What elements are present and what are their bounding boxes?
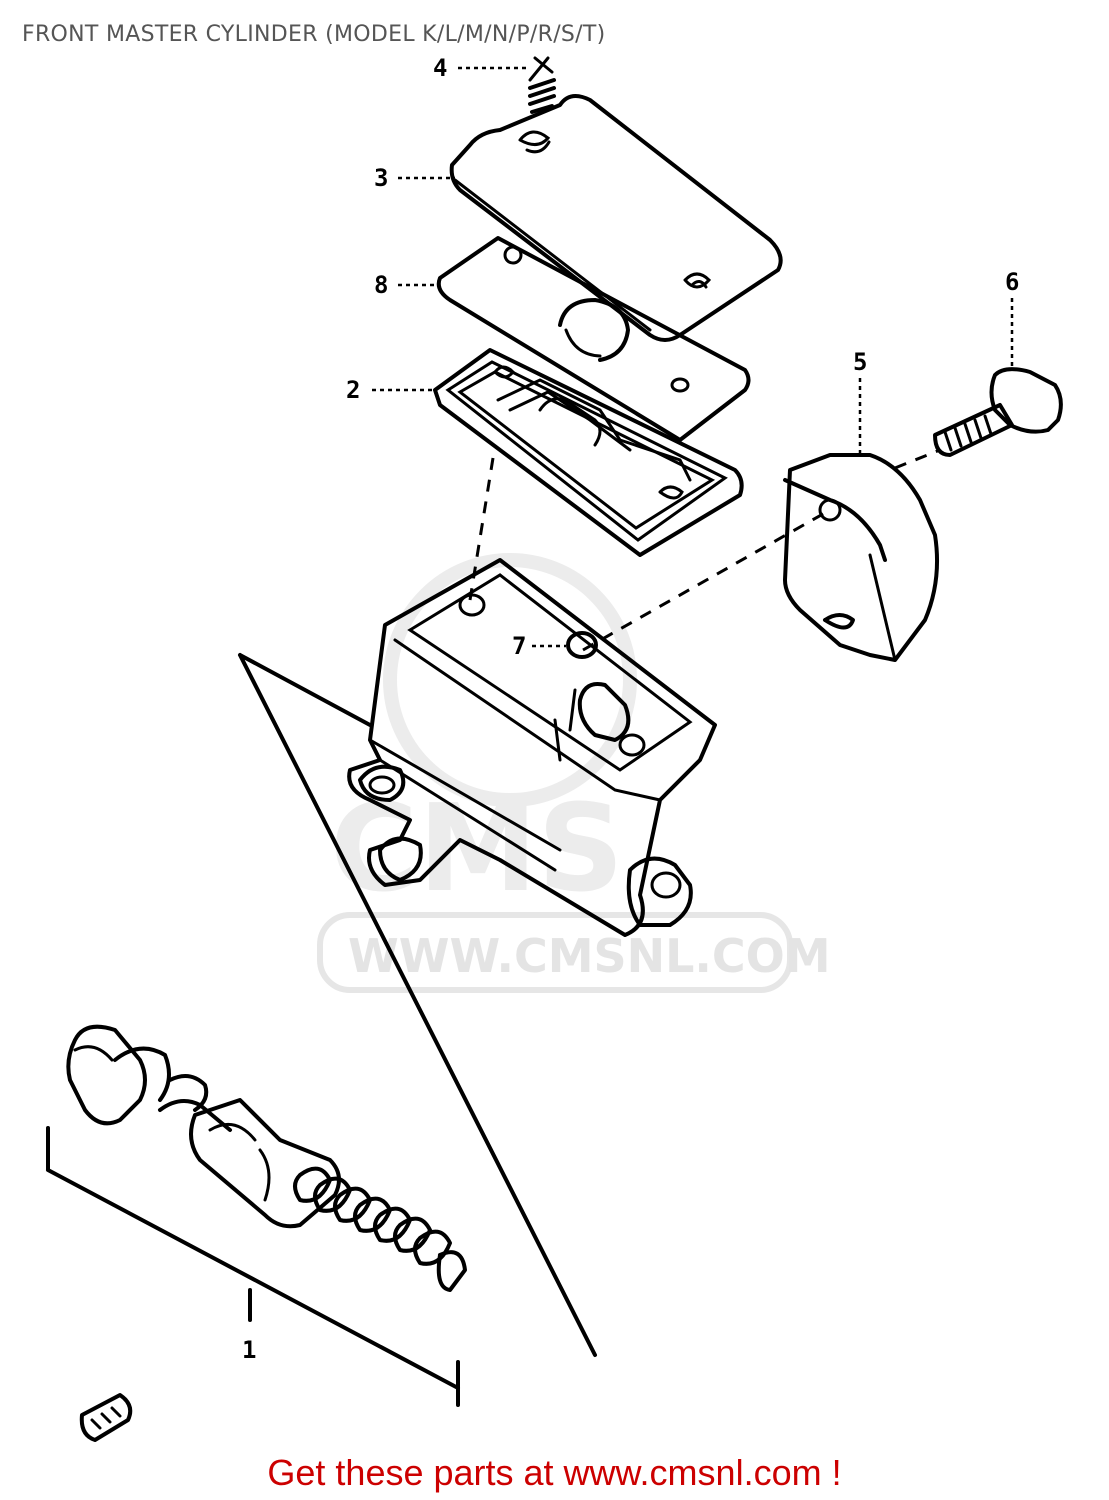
- watermark-url: WWW.CMSNL.COM: [348, 929, 831, 983]
- alignment-lines: [468, 448, 941, 652]
- callout-leaders: [372, 66, 1014, 648]
- callout-3: 3: [374, 164, 388, 192]
- part-4-screw: [528, 56, 556, 114]
- part-8-gasket: [436, 236, 751, 442]
- piston-group-bracket: [238, 653, 597, 1357]
- callout-2: 2: [346, 376, 360, 404]
- part-1-piston-assembly: [46, 1024, 467, 1407]
- part-6-bolt: [933, 367, 1063, 457]
- part-2-diaphragm-plate: [433, 348, 744, 557]
- callout-6: 6: [1005, 268, 1019, 296]
- watermark: CMS WWW.CMSNL.COM: [317, 553, 831, 993]
- callout-1: 1: [242, 1336, 256, 1364]
- boot-part: [79, 1393, 133, 1442]
- diagram-title: FRONT MASTER CYLINDER (MODEL K/L/M/N/P/R…: [22, 22, 606, 47]
- callout-8: 8: [374, 271, 388, 299]
- part-5-clamp: [783, 453, 940, 662]
- callout-5: 5: [853, 348, 867, 376]
- callout-7: 7: [512, 632, 526, 660]
- footer-promo-text: Get these parts at www.cmsnl.com !: [267, 1452, 842, 1493]
- part-3-reservoir-cap: [449, 94, 783, 342]
- callout-4: 4: [433, 54, 447, 82]
